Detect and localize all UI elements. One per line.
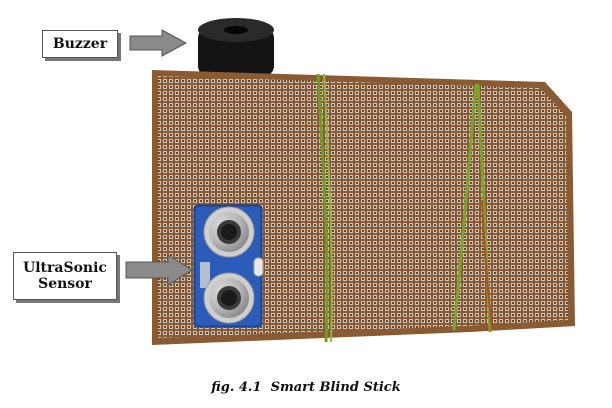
sensor-arrow (125, 254, 193, 286)
rubber-band-left (316, 73, 333, 343)
figure-title: Smart Blind Stick (270, 380, 401, 395)
buzzer (198, 18, 274, 76)
ultrasonic-sensor (193, 204, 264, 328)
rubber-band-right (452, 83, 493, 333)
buzzer-label-text: Buzzer (52, 35, 108, 52)
buzzer-arrow (129, 29, 188, 57)
figure-caption: fig. 4.1 Smart Blind Stick (0, 380, 612, 395)
figure-number: fig. 4.1 (211, 380, 262, 395)
sensor-label-line2: Sensor (38, 276, 92, 292)
sensor-label: UltraSonic Sensor (13, 252, 117, 300)
buzzer-label: Buzzer (42, 30, 118, 58)
sensor-label-line1: UltraSonic (23, 259, 107, 276)
